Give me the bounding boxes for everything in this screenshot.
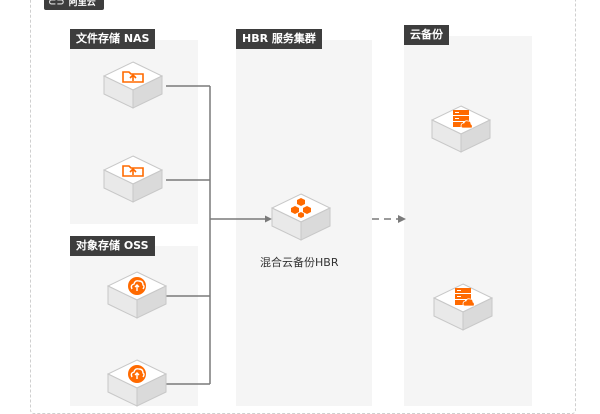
nas-node-2[interactable] [102, 154, 164, 206]
cloud-upload-icon [128, 277, 146, 295]
backup-node-1[interactable] [430, 104, 492, 156]
backup-panel-title: 云备份 [404, 25, 449, 45]
folder-upload-icon [122, 71, 144, 83]
arrow-head-backup [398, 215, 406, 223]
backup-node-2[interactable] [432, 282, 494, 334]
hbr-hub-label: 混合云备份HBR [260, 256, 339, 269]
oss-panel-title: 对象存储 OSS [70, 236, 155, 256]
arrow-head-hbr [265, 215, 272, 223]
nas-node-1[interactable] [102, 60, 164, 112]
hexagon-cluster-icon [291, 198, 311, 218]
cloud-upload-icon [128, 365, 146, 383]
connector-lines [166, 85, 406, 385]
hbr-hub-node[interactable] [270, 192, 332, 244]
server-cloud-icon [455, 288, 475, 307]
cloud-region-label: 阿里云 [68, 0, 96, 8]
hbr-panel-title: HBR 服务集群 [236, 29, 322, 49]
cloud-region-tag: ⊂⊃ 阿里云 [44, 0, 104, 10]
oss-node-2[interactable] [106, 358, 168, 410]
folder-upload-icon [122, 165, 144, 177]
oss-node-1[interactable] [106, 270, 168, 322]
backup-panel [404, 36, 532, 406]
server-cloud-icon [453, 110, 473, 129]
cloud-logo-icon: ⊂⊃ [48, 0, 65, 8]
nas-panel-title: 文件存储 NAS [70, 29, 156, 49]
